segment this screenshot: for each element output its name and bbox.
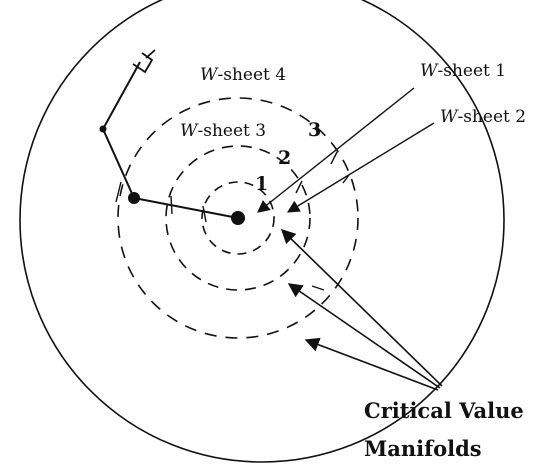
gripper-icon xyxy=(132,49,156,74)
tick-mark xyxy=(115,181,122,203)
joint-wrist xyxy=(99,125,107,133)
tick-mark xyxy=(170,195,173,215)
sheet1-pointer xyxy=(257,87,415,213)
critical-arrow-1 xyxy=(280,228,443,387)
tick-mark xyxy=(311,285,325,291)
tick-mark xyxy=(202,205,207,223)
circle-number-2: 2 xyxy=(278,147,291,169)
label-sheet-1: W-sheet 1 xyxy=(420,61,506,81)
circle-number-3: 3 xyxy=(308,119,321,141)
circle-number-1: 1 xyxy=(255,173,268,195)
joint-base xyxy=(231,211,245,225)
critical-circle-3 xyxy=(117,97,359,339)
critical-arrow-3 xyxy=(304,337,439,391)
label-sheet-3: W-sheet 3 xyxy=(180,121,266,141)
label-sheet-4: W-sheet 4 xyxy=(200,65,286,85)
tick-mark xyxy=(295,180,303,194)
outer-boundary-circle xyxy=(19,0,505,463)
label-sheet-2: W-sheet 2 xyxy=(440,107,526,127)
sheet2-pointer xyxy=(286,122,435,213)
tick-mark xyxy=(330,151,338,165)
critical-value-label-line1: Critical Value xyxy=(364,398,524,423)
tick-mark xyxy=(342,174,350,184)
critical-arrow-2 xyxy=(287,283,441,389)
joint-elbow xyxy=(128,192,140,204)
critical-circle-1 xyxy=(201,181,275,255)
critical-circle-2 xyxy=(165,145,311,291)
arm-linkage xyxy=(101,61,239,219)
critical-value-label-line2: Manifolds xyxy=(364,436,482,461)
